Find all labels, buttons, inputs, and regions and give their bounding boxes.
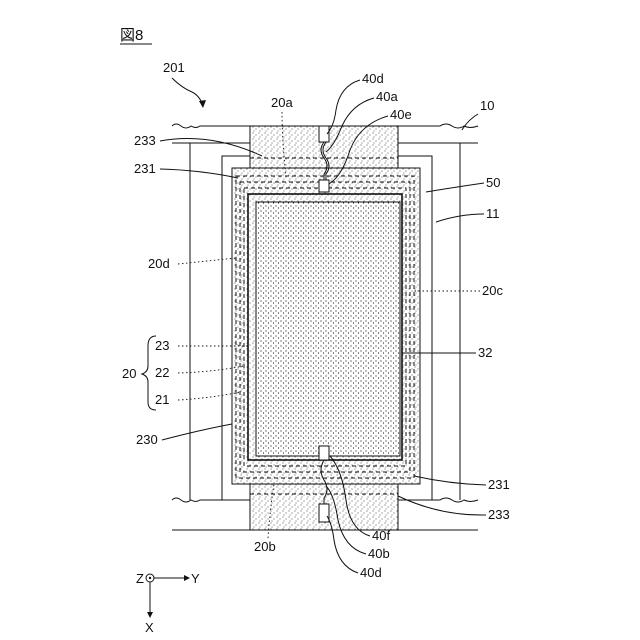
axis-indicator: Z Y X (136, 571, 200, 635)
brace-20 (142, 336, 156, 410)
label-40d-top: 40d (362, 71, 384, 86)
label-23: 23 (155, 338, 169, 353)
label-40b: 40b (368, 546, 390, 561)
label-40a: 40a (376, 89, 398, 104)
label-20a: 20a (271, 95, 293, 110)
axis-z-label: Z (136, 571, 144, 586)
label-11: 11 (486, 206, 500, 221)
label-231-top: 231 (134, 161, 156, 176)
label-40d-bottom: 40d (360, 565, 382, 580)
ref-201-arrowhead (199, 100, 206, 108)
label-20c: 20c (482, 283, 503, 298)
active-area-32 (256, 202, 400, 456)
leader-50 (426, 183, 484, 192)
leader-20d (178, 258, 236, 264)
label-10: 10 (480, 98, 494, 113)
leader-231-top (160, 169, 238, 178)
leader-21 (178, 392, 240, 400)
label-20d: 20d (148, 256, 170, 271)
ref-201-label: 201 (163, 60, 185, 75)
label-233-top: 233 (134, 133, 156, 148)
leader-231-bottom (414, 476, 486, 485)
label-230: 230 (136, 432, 158, 447)
label-22: 22 (155, 365, 169, 380)
label-32: 32 (478, 345, 492, 360)
label-231-bottom: 231 (488, 477, 510, 492)
label-50: 50 (486, 175, 500, 190)
label-21: 21 (155, 392, 169, 407)
figure-title: 図8 (120, 27, 143, 44)
axis-x-label: X (145, 620, 154, 635)
label-20: 20 (122, 366, 136, 381)
ref-201-leader (172, 78, 203, 106)
label-233-bottom: 233 (488, 507, 510, 522)
label-40f: 40f (372, 528, 390, 543)
axis-y-label: Y (191, 571, 200, 586)
leader-233-top (160, 139, 262, 156)
label-20b: 20b (254, 539, 276, 554)
label-40e: 40e (390, 107, 412, 122)
